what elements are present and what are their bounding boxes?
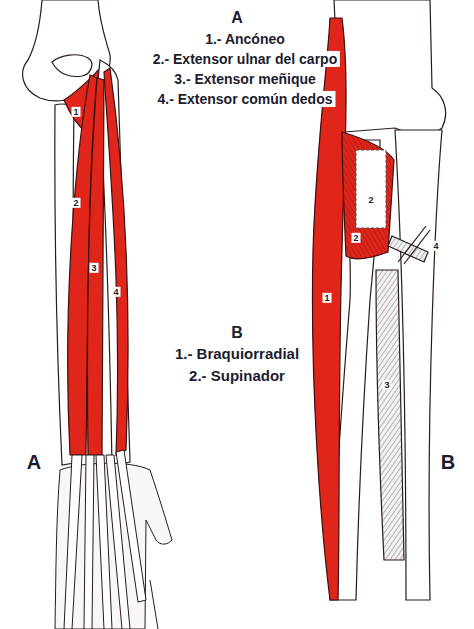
panel-letter: B (228, 324, 246, 342)
panel-letter: B (438, 451, 458, 474)
callout-number: 2 (71, 198, 80, 208)
extensor-digitorum (104, 68, 128, 455)
leader-line (404, 230, 430, 264)
panel-letter: A (228, 9, 246, 27)
callout-number: 2 (366, 195, 375, 205)
legend-item: 2.- Extensor ulnar del carpo (150, 51, 340, 67)
panel-letter: A (24, 451, 44, 474)
callout-number: 4 (431, 241, 440, 251)
callout-number: 1 (322, 293, 331, 303)
legend-item: 1.- Ancóneo (202, 31, 288, 47)
cut-window (356, 150, 386, 228)
legend-item: 1.- Braquiorradial (172, 345, 302, 362)
leader-line (398, 226, 426, 262)
legend-item: 4.- Extensor común dedos (154, 91, 335, 107)
legend-item: 2.- Supinador (186, 367, 288, 384)
supinator-muscle (342, 132, 394, 259)
tendon (64, 455, 82, 629)
tendon (116, 450, 146, 602)
tendon (84, 455, 94, 629)
finger-outline (150, 580, 158, 629)
callout-number: 4 (111, 287, 120, 297)
humerus-bone (330, 0, 445, 135)
callout-number: 2 (351, 233, 360, 243)
extensor-digiti-minimi (87, 78, 104, 455)
interosseous-muscle (376, 270, 404, 560)
callout-number: 3 (382, 380, 391, 390)
callout-number: 1 (71, 107, 80, 117)
olecranon (52, 55, 92, 77)
callout-number: 3 (89, 263, 98, 273)
legend-item: 3.- Extensor meñique (171, 71, 319, 87)
